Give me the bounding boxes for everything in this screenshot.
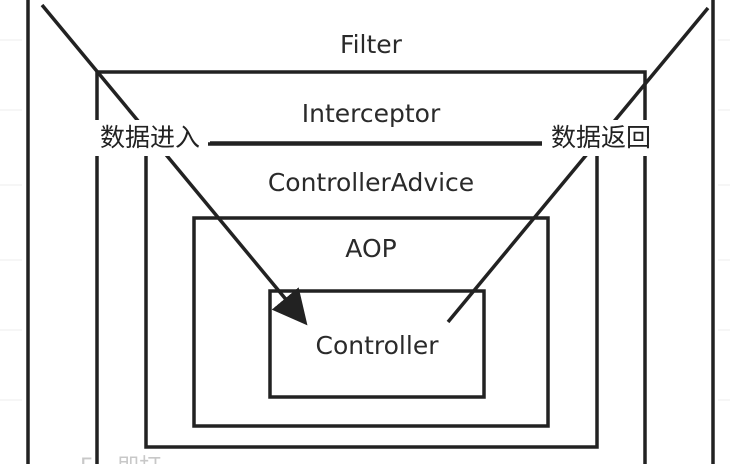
controller-label: Controller: [316, 331, 440, 360]
data-in-arrow: [40, 3, 308, 326]
aop-box: [192, 216, 550, 428]
data-in-label: 数据进入: [100, 123, 200, 152]
footer-partial-text: F... 即打: [80, 455, 161, 464]
interceptor-label: Interceptor: [302, 99, 441, 128]
data-out-line: [446, 6, 710, 324]
aop-label: AOP: [345, 234, 396, 263]
filter-label: Filter: [340, 30, 403, 59]
interceptor-box: [95, 70, 647, 464]
data-in-label-bg: [92, 120, 208, 156]
data-out-label-bg: [542, 120, 660, 156]
controller-advice-label: ControllerAdvice: [268, 168, 474, 197]
background-grid: [0, 39, 730, 401]
data-out-label: 数据返回: [551, 123, 651, 152]
controller-box: [268, 289, 486, 399]
